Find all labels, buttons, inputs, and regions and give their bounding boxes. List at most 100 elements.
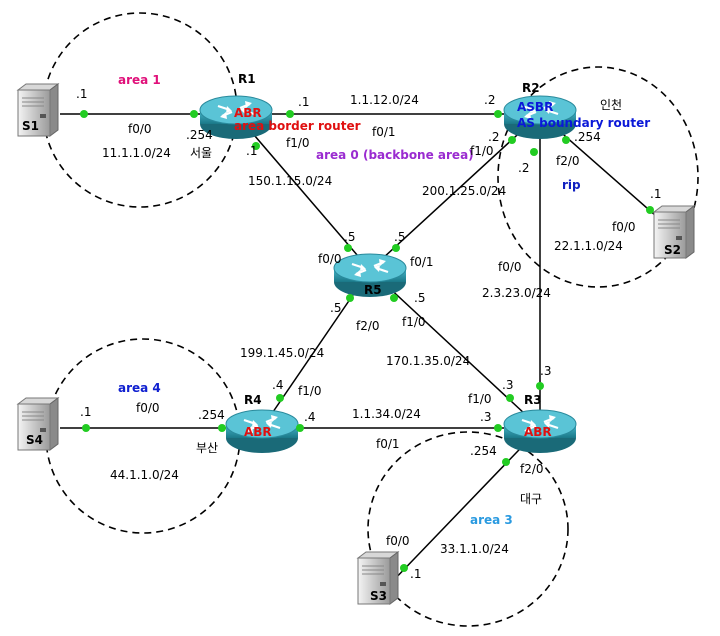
net-s2: 22.1.1.0/24 (554, 239, 623, 253)
port-dot (506, 394, 514, 402)
s2-f00: f0/0 (612, 220, 636, 234)
r3-ip-left: .3 (480, 410, 491, 424)
r2-name: R2 (522, 81, 540, 95)
r4-city: 부산 (196, 441, 218, 455)
s3-f00: f0/0 (386, 534, 410, 548)
port-dot (218, 424, 226, 432)
area4-boundary (45, 338, 241, 534)
port-dot (276, 394, 284, 402)
net-s1: 11.1.1.0/24 (102, 146, 171, 160)
s2-ip: .1 (650, 187, 661, 201)
port-dot (296, 424, 304, 432)
r2-f00: f0/0 (498, 260, 522, 274)
port-dots (80, 110, 654, 572)
area0-label: area 0 (backbone area) (316, 148, 474, 162)
r3-city: 대구 (520, 492, 542, 506)
r3-name: R3 (524, 393, 542, 407)
port-dot (502, 458, 510, 466)
port-dot (508, 136, 516, 144)
r1-desc: area border router (234, 119, 361, 133)
r2-ip2: .2 (484, 93, 495, 107)
port-dot (562, 136, 570, 144)
port-dot (392, 244, 400, 252)
area3-boundary (367, 431, 569, 627)
r1-name: R1 (238, 72, 256, 86)
r1-r2-ip1: .1 (298, 95, 309, 109)
net-r4r5: 199.1.45.0/24 (240, 346, 324, 360)
port-dot (530, 148, 538, 156)
r2-ip-a: .2 (488, 130, 499, 144)
r2-desc: AS boundary router (517, 116, 650, 130)
net-r3r5: 170.1.35.0/24 (386, 354, 470, 368)
port-dot (82, 424, 90, 432)
port-dot (190, 110, 198, 118)
port-dot (80, 110, 88, 118)
r1-f01: f0/1 (372, 125, 396, 139)
r5-name: R5 (364, 283, 382, 297)
r2-f10: f1/0 (470, 144, 494, 158)
rip-boundary (497, 66, 699, 288)
r3-badge: ABR (524, 425, 552, 439)
r3-ip-a: .3 (502, 378, 513, 392)
port-dot (344, 244, 352, 252)
r3-254: .254 (470, 444, 497, 458)
r5-f10: f1/0 (402, 315, 426, 329)
s4-name: S4 (26, 433, 43, 447)
r3-f10: f1/0 (468, 392, 492, 406)
s2-name: S2 (664, 243, 681, 257)
link-r1-r5 (235, 113, 371, 271)
area1-label: area 1 (118, 73, 161, 87)
port-dot (286, 110, 294, 118)
r4-ip-right: .4 (304, 410, 315, 424)
r4-badge: ABR (244, 425, 272, 439)
r4-name: R4 (244, 393, 262, 407)
r2-f20: f2/0 (556, 154, 580, 168)
r5-ip-tr: .5 (394, 230, 405, 244)
net-r1r2: 1.1.12.0/24 (350, 93, 419, 107)
s4-ip: .1 (80, 405, 91, 419)
r4-f10: f1/0 (298, 384, 322, 398)
net-r2r3: 2.3.23.0/24 (482, 286, 551, 300)
r5-ip-bl: .5 (330, 301, 341, 315)
r4-ip-top: .4 (272, 378, 283, 392)
r4-254: .254 (198, 408, 225, 422)
s4-f00: f0/0 (136, 401, 160, 415)
r1-city: 서울 (190, 146, 212, 160)
r1-badge: ABR (234, 106, 262, 120)
port-dot (400, 564, 408, 572)
r5-f01: f0/1 (410, 255, 434, 269)
s3-name: S3 (370, 589, 387, 603)
r3-f01: f0/1 (376, 437, 400, 451)
s1-ip: .1 (76, 87, 87, 101)
r3-f20: f2/0 (520, 462, 544, 476)
port-dot (536, 382, 544, 390)
port-dot (346, 294, 354, 302)
area4-label: area 4 (118, 381, 161, 395)
s1-name: S1 (22, 119, 39, 133)
r2-254: .254 (574, 130, 601, 144)
net-s4: 44.1.1.0/24 (110, 468, 179, 482)
r5-f00: f0/0 (318, 252, 342, 266)
r5-ip-tl: .5 (344, 230, 355, 244)
link-r3-s3 (389, 427, 541, 585)
r5-ip-br: .5 (414, 291, 425, 305)
r1-f10: f1/0 (286, 136, 310, 150)
s3-ip: .1 (410, 567, 421, 581)
port-dot (390, 294, 398, 302)
port-dot (494, 110, 502, 118)
port-dot (252, 142, 260, 150)
net-r2r5: 200.1.25.0/24 (422, 184, 506, 198)
r1-ip-f10: .1 (246, 144, 257, 158)
r5-f20: f2/0 (356, 319, 380, 333)
port-dot (494, 424, 502, 432)
net-s3: 33.1.1.0/24 (440, 542, 509, 556)
r2-badge: ASBR (517, 100, 553, 114)
r1-254: .254 (186, 128, 213, 142)
net-r1r5: 150.1.15.0/24 (248, 174, 332, 188)
rip-label: rip (562, 178, 581, 192)
area3-label: area 3 (470, 513, 513, 527)
r1-f00: f0/0 (128, 122, 152, 136)
link-r5-r3 (369, 269, 541, 429)
net-r3r4: 1.1.34.0/24 (352, 407, 421, 421)
